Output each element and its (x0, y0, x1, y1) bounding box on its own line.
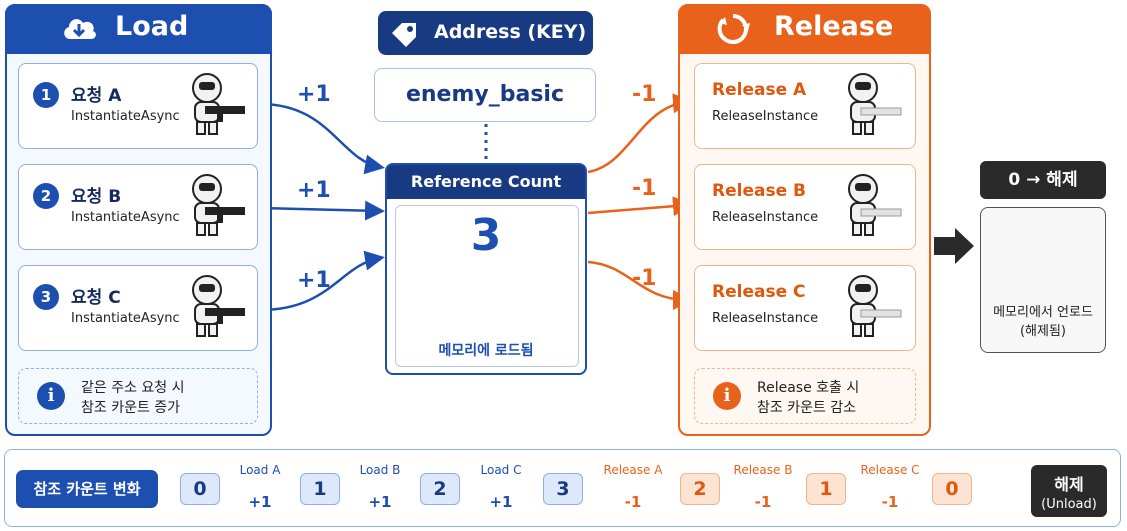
count-box: 2 (420, 473, 460, 505)
delta-release-c: -1 (632, 266, 657, 291)
step-delta: +1 (368, 493, 392, 511)
release-card-a: Release A ReleaseInstance (694, 63, 916, 149)
step-label: Load B (359, 463, 401, 477)
release-note: i Release 호출 시 참조 카운트 감소 (694, 368, 916, 424)
robot-gunner-icon (192, 174, 245, 236)
arrow-release-a (587, 93, 693, 174)
step-label: Release C (860, 463, 920, 477)
count-box: 0 (180, 473, 220, 505)
delta-load-a: +1 (297, 82, 331, 107)
arrow-to-unload-icon (934, 228, 974, 264)
robot-lowered-gun-icon (848, 174, 902, 236)
release-note-line2: 참조 카운트 감소 (757, 400, 857, 416)
address-key: enemy_basic (374, 68, 596, 122)
unload-box: 메모리에서 언로드 (해제됨) (980, 207, 1106, 353)
request-method: InstantiateAsync (71, 210, 180, 225)
arrow-load-c (259, 250, 385, 312)
reference-count-title: Reference Count (387, 165, 585, 199)
step-number: 3 (33, 284, 59, 310)
timeline-label: 참조 카운트 변화 (16, 470, 158, 508)
robot-lowered-gun-icon (848, 73, 902, 135)
robot-lowered-gun-icon (848, 275, 902, 337)
info-icon: i (37, 382, 65, 410)
request-method: InstantiateAsync (71, 311, 180, 326)
request-title: 요청 B (71, 187, 122, 207)
release-item-title: Release B (712, 181, 806, 201)
unload-header: 0 → 해제 (980, 161, 1106, 199)
request-card-b: 2 요청 B InstantiateAsync (18, 164, 258, 250)
request-card-a: 1 요청 A InstantiateAsync (18, 63, 258, 149)
info-icon: i (713, 382, 741, 410)
release-item-method: ReleaseInstance (712, 210, 819, 225)
step-number: 2 (33, 183, 59, 209)
release-title: Release (774, 11, 894, 42)
step-delta: -1 (881, 493, 899, 511)
arrow-release-b (587, 196, 693, 217)
recycle-icon (717, 14, 750, 45)
robot-gunner-icon (192, 275, 245, 337)
address-header: Address (KEY) (378, 11, 593, 55)
unload-line1: 메모리에서 언로드 (993, 305, 1093, 320)
request-card-c: 3 요청 C InstantiateAsync (18, 265, 258, 351)
delta-release-a: -1 (632, 82, 657, 107)
reference-count-box: Reference Count 3 (385, 163, 587, 375)
step-delta: -1 (754, 493, 772, 511)
release-card-b: Release B ReleaseInstance (694, 164, 916, 250)
step-label: Release A (603, 463, 663, 477)
release-item-title: Release C (712, 282, 806, 302)
release-header: Release (678, 4, 931, 54)
tag-icon (392, 23, 416, 47)
robot-gunner-icon (192, 73, 245, 135)
load-title: Load (115, 11, 189, 42)
reference-count-caption: 메모리에 로드됨 (438, 343, 534, 359)
final-line1: 해제 (1054, 475, 1084, 494)
load-header: Load (5, 4, 272, 54)
load-note-line2: 참조 카운트 증가 (81, 400, 181, 416)
count-box: 1 (300, 473, 340, 505)
address-title: Address (KEY) (434, 21, 587, 43)
delta-load-c: +1 (297, 268, 331, 293)
unload-line2: (해제됨) (1019, 324, 1067, 339)
release-item-title: Release A (712, 80, 807, 100)
step-label: Load C (480, 463, 522, 477)
step-label: Load A (239, 463, 281, 477)
arrow-release-c (587, 260, 693, 310)
count-box: 0 (932, 473, 972, 505)
arrow-load-a (259, 102, 385, 175)
load-note: i 같은 주소 요청 시 참조 카운트 증가 (18, 368, 258, 424)
delta-load-b: +1 (297, 178, 331, 203)
delta-release-b: -1 (632, 176, 657, 201)
reference-count-value: 3 (470, 210, 502, 261)
step-delta: +1 (489, 493, 513, 511)
final-unload-box: 해제 (Unload) (1031, 465, 1107, 517)
release-card-c: Release C ReleaseInstance (694, 265, 916, 351)
arrow-load-b (259, 200, 385, 221)
count-box: 3 (543, 473, 583, 505)
cloud-download-icon (64, 19, 96, 39)
step-delta: -1 (624, 493, 642, 511)
count-box: 2 (680, 473, 720, 505)
release-note-line1: Release 호출 시 (757, 380, 860, 396)
release-item-method: ReleaseInstance (712, 109, 819, 124)
step-label: Release B (733, 463, 793, 477)
step-delta: +1 (248, 493, 272, 511)
count-box: 1 (806, 473, 846, 505)
request-title: 요청 A (71, 86, 122, 106)
release-item-method: ReleaseInstance (712, 311, 819, 326)
request-method: InstantiateAsync (71, 109, 180, 124)
load-note-line1: 같은 주소 요청 시 (81, 380, 185, 396)
final-line2: (Unload) (1041, 497, 1097, 512)
request-title: 요청 C (71, 288, 121, 308)
step-number: 1 (33, 82, 59, 108)
